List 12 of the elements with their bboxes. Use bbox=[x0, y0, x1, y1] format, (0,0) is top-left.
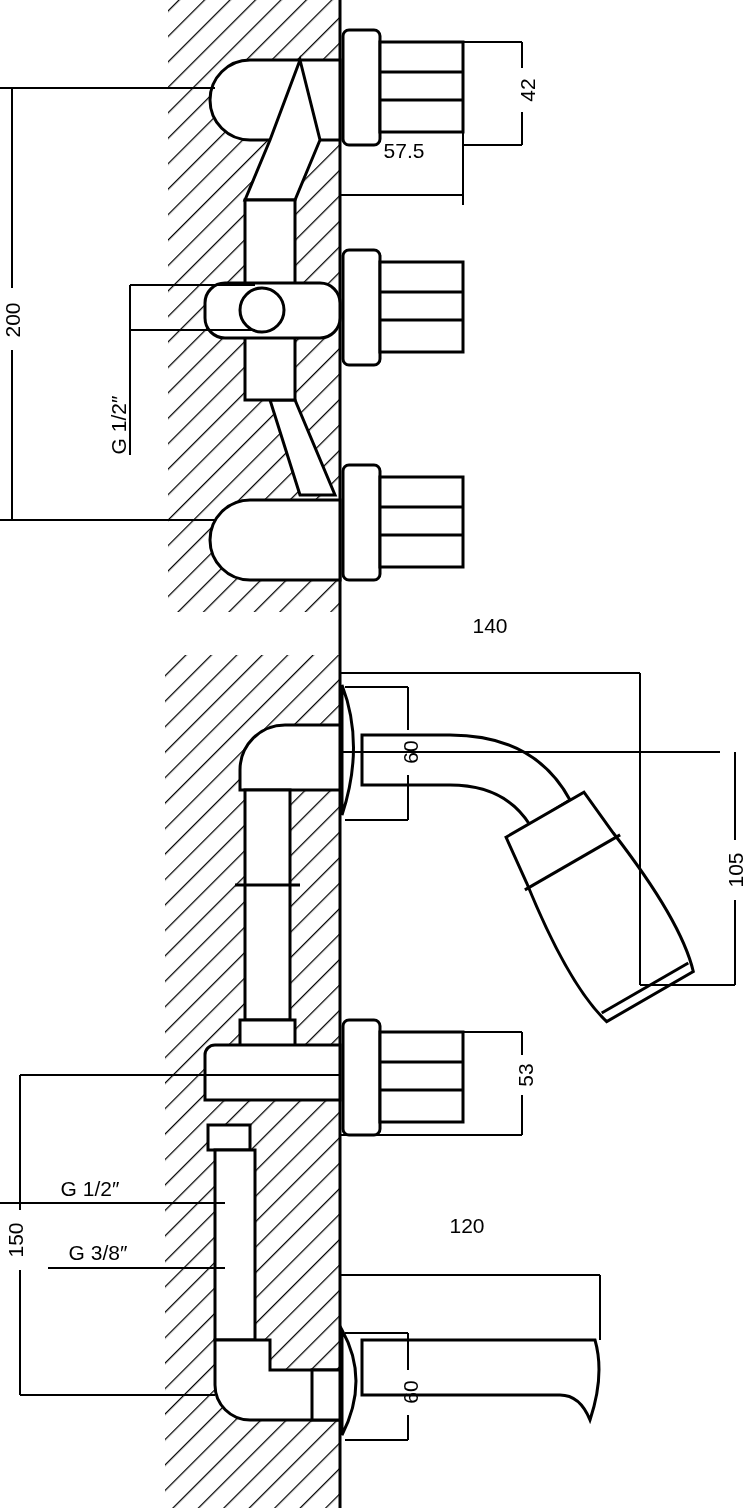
dimension-text: 105 bbox=[724, 852, 746, 888]
dimension-text: 53 bbox=[514, 1063, 536, 1087]
dimension-text: G 3/8″ bbox=[68, 1241, 128, 1263]
dimension-text: 60 bbox=[399, 740, 421, 764]
dimension-text: 120 bbox=[449, 1214, 485, 1236]
dimension-text: 57.5 bbox=[383, 139, 425, 161]
dimension-text: 140 bbox=[472, 614, 508, 636]
dimension-text: 150 bbox=[4, 1222, 26, 1258]
dimension-text: G 1/2″ bbox=[60, 1177, 120, 1199]
dimension-text: 42 bbox=[516, 78, 538, 102]
dimension-text: 200 bbox=[1, 302, 23, 338]
dimension-text: G 1/2″ bbox=[107, 395, 129, 455]
